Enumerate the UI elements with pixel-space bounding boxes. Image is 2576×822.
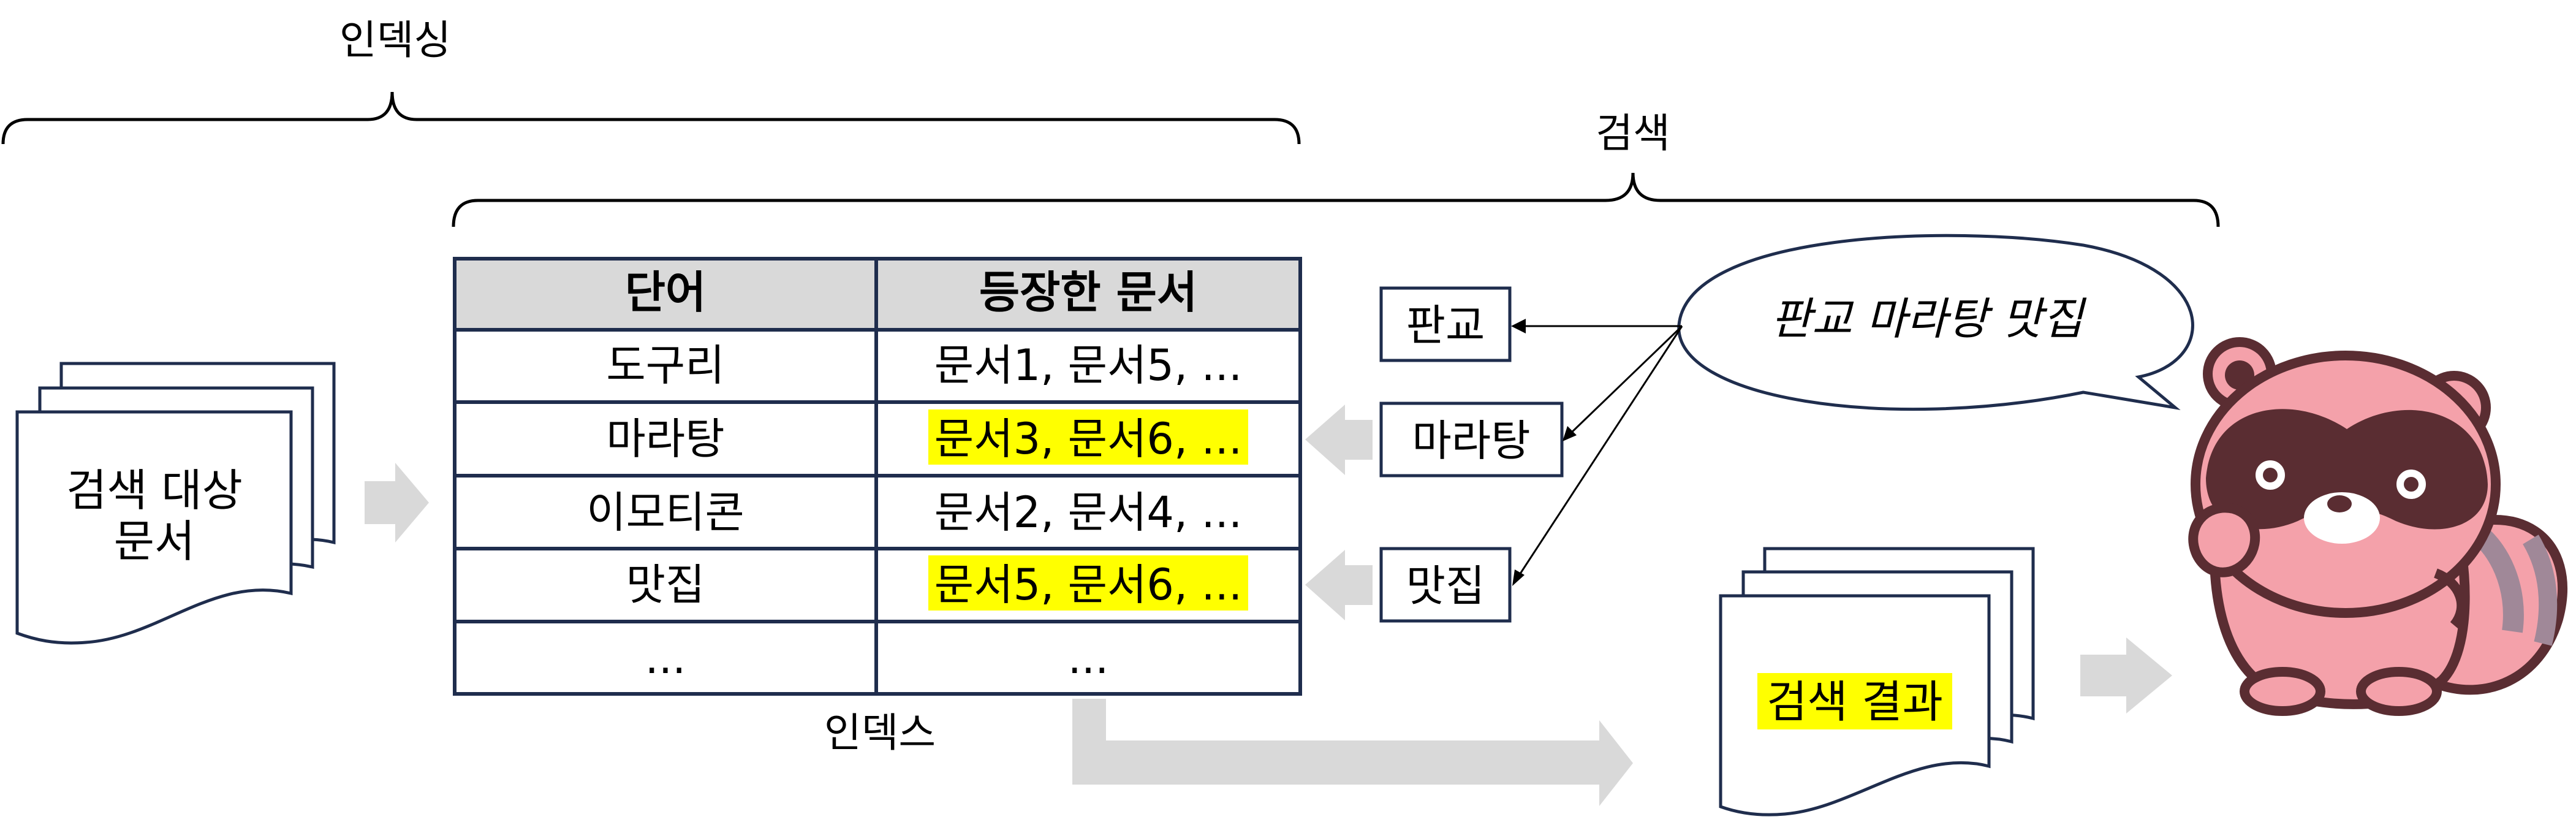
table-row-3-word: 이모티콘	[586, 487, 744, 538]
token-3-label: 맛집	[1406, 561, 1485, 611]
source-docs-label-line1: 검색 대상	[66, 465, 243, 516]
table-row-2-word: 마라탕	[606, 414, 724, 464]
table-row-1-word: 도구리	[606, 340, 724, 390]
indexing-brace	[1, 91, 1301, 145]
table-row-3-docs: 문서2, 문서4, ...	[934, 487, 1242, 538]
search-brace	[452, 172, 2220, 227]
index-label: 인덱스	[824, 709, 936, 756]
document-stack-icon	[1719, 547, 2035, 816]
speech-bubble-icon	[1677, 234, 2194, 411]
highlight-row-4	[928, 555, 1248, 611]
table-row-4-word: 맛집	[626, 560, 705, 610]
block-arrow-icon	[365, 463, 429, 542]
token-2-label: 마라탕	[1412, 416, 1530, 466]
document-stack-icon	[15, 362, 336, 645]
source-docs-label-line2: 문서	[114, 516, 195, 567]
index-table: 단어 등장한 문서 도구리 문서1, 문서5, ... 마라탕 문서3, 문서6…	[453, 257, 1302, 696]
query-split-arrows	[1515, 325, 1683, 580]
block-arrow-icon	[2080, 637, 2172, 714]
token-box-1: 판교	[1379, 286, 1512, 362]
highlight-row-2	[928, 409, 1248, 465]
block-arrow-icon	[1072, 699, 1633, 806]
results-label: 검색 결과	[1767, 676, 1943, 728]
query-text: 판교 마라탕 맛집	[1771, 293, 2086, 344]
table-header-docs: 등장한 문서	[979, 267, 1197, 318]
table-row-1-docs: 문서1, 문서5, ...	[934, 340, 1242, 390]
token-box-2: 마라탕	[1379, 401, 1564, 478]
token-box-3: 맛집	[1379, 547, 1512, 623]
token-1-label: 판교	[1406, 300, 1485, 351]
search-label: 검색	[1596, 110, 1670, 157]
table-row-4-docs: 문서5, 문서6, ...	[934, 560, 1242, 610]
table-row-5-word: ...	[645, 633, 686, 683]
arrow-head-icon	[1511, 319, 1577, 586]
indexing-label: 인덱싱	[339, 17, 451, 64]
raccoon-mascot-icon	[2188, 337, 2567, 716]
block-arrow-icon	[1305, 550, 1373, 620]
block-arrow-icon	[1305, 405, 1373, 475]
table-row-2-docs: 문서3, 문서6, ...	[934, 414, 1242, 464]
table-row-5-docs: ...	[1068, 633, 1109, 683]
table-header-word: 단어	[625, 267, 706, 318]
results-highlight	[1757, 673, 1952, 729]
